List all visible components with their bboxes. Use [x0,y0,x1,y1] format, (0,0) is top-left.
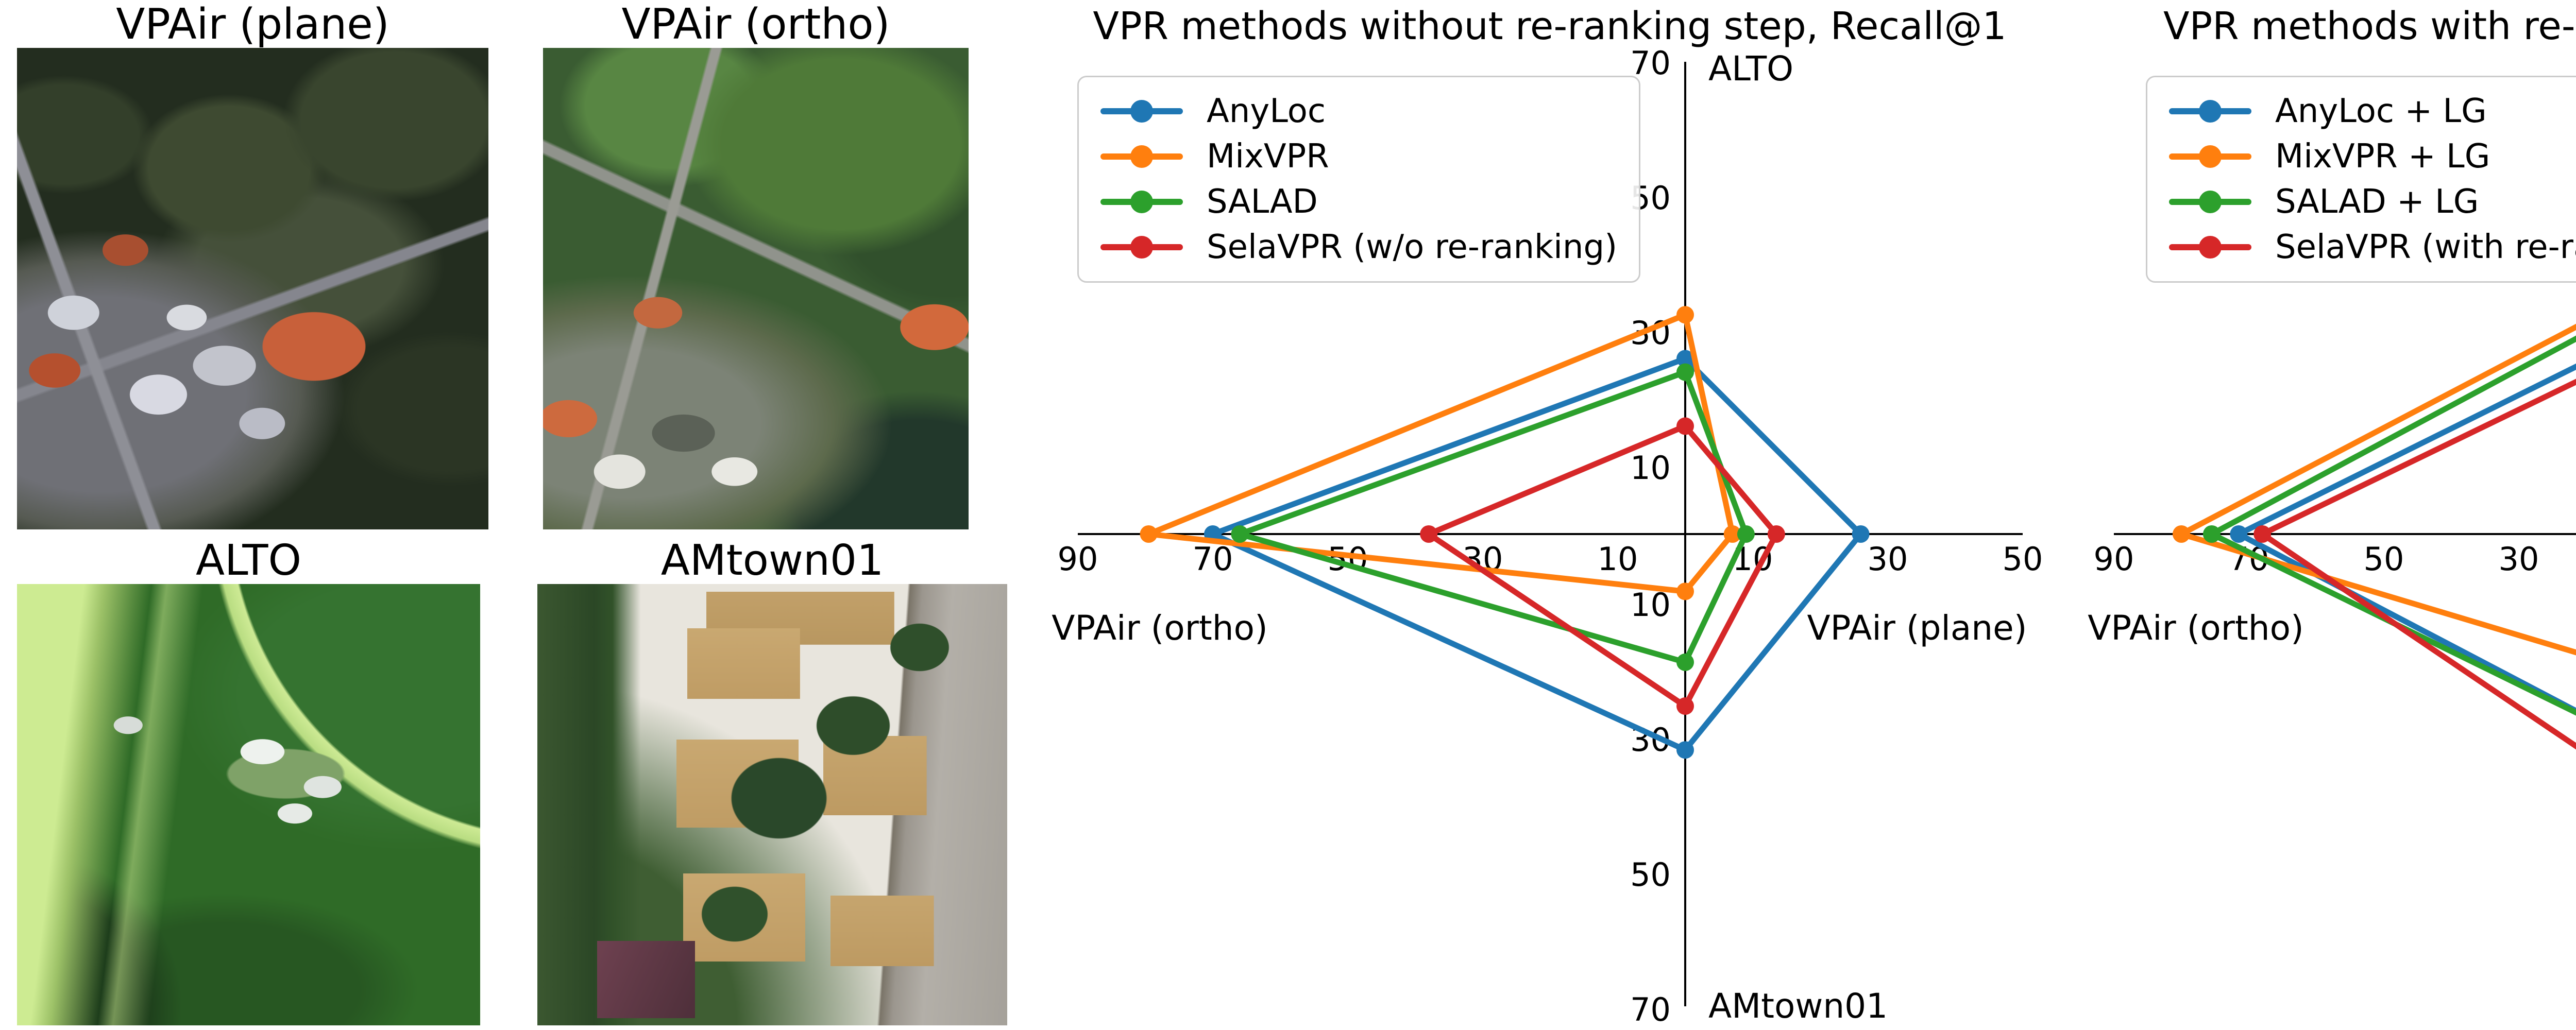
legend-line-marker [2169,153,2251,160]
tick-label-down-50: 50 [1630,856,1671,894]
series-marker-MixVPR-VPAir (plane) [1723,525,1741,543]
series-marker-SelaVPR (with re-ranking)-VPAir (ortho) [2253,525,2272,543]
series-marker-SALAD-ALTO [1676,363,1694,381]
photo-cell-vpair-ortho: VPAir (ortho) [543,0,969,529]
series-marker-SelaVPR (w/o re-ranking)-VPAir (ortho) [1420,525,1438,543]
series-polygon-SelaVPR (with re-ranking) [2259,379,2576,750]
tick-label-down-70: 70 [1630,991,1671,1028]
legend-line-marker [1100,153,1183,160]
series-polygon-MixVPR + LG [2178,323,2576,656]
tick-label-left-90: 90 [2094,540,2134,578]
legend-item-SALAD: SALAD [1100,183,1617,221]
axis-label-VPAir (ortho): VPAir (ortho) [2088,608,2303,648]
series-marker-MixVPR + LG-VPAir (ortho) [2173,525,2190,543]
legend-label: MixVPR + LG [2275,138,2490,176]
tick-label-down-10: 10 [1630,586,1671,624]
series-marker-SelaVPR (w/o re-ranking)-ALTO [1676,417,1694,435]
tick-label-left-90: 90 [1058,540,1098,578]
series-marker-SALAD-AMtown01 [1676,653,1694,671]
photo-title-vpair-ortho: VPAir (ortho) [621,0,890,49]
photo-title-alto: ALTO [195,536,302,585]
series-marker-SALAD + LG-VPAir (ortho) [2202,525,2221,543]
legend-label: SelaVPR (with re-ranking) [2275,228,2576,266]
legend-label: SelaVPR (w/o re-ranking) [1207,228,1618,266]
vpair-ortho-image [543,48,969,529]
series-marker-SelaVPR (w/o re-ranking)-VPAir (plane) [1767,525,1785,543]
vpair-plane-image [17,48,488,529]
photo-cell-vpair-plane: VPAir (plane) [17,0,488,529]
tick-label-up-70: 70 [1630,44,1671,82]
legend-line-marker [1100,244,1183,250]
series-marker-MixVPR-AMtown01 [1676,582,1694,600]
series-polygon-AnyLoc + LG [2235,363,2576,714]
series-marker-AnyLoc-ALTO [1676,350,1694,368]
legend-item-AnyLoc + LG: AnyLoc + LG [2169,92,2576,130]
tick-label-left-50: 50 [2364,540,2404,578]
tick-label-right-50: 50 [2003,540,2043,578]
chart-title-with-reranking: VPR methods with re-ranking step, Recall… [2163,4,2576,48]
tick-label-left-10: 10 [1598,540,1638,578]
legend-label: AnyLoc + LG [2275,92,2487,130]
chart-title-without-reranking: VPR methods without re-ranking step, Rec… [1093,4,2007,48]
legend-item-MixVPR: MixVPR [1100,138,1617,176]
legend-item-MixVPR + LG: MixVPR + LG [2169,138,2576,176]
legend-item-SelaVPR (with re-ranking): SelaVPR (with re-ranking) [2169,228,2576,266]
tick-label-left-30: 30 [2499,540,2539,578]
axis-label-AMtown01: AMtown01 [1708,986,1888,1026]
series-marker-MixVPR-ALTO [1676,306,1694,324]
legend-label: AnyLoc [1207,92,1326,130]
legend-label: MixVPR [1207,138,1329,176]
series-marker-SALAD-VPAir (plane) [1737,525,1755,543]
chart-with-reranking: VPR methods with re-ranking step, Recall… [2087,0,2576,1030]
legend-with-reranking: AnyLoc + LG MixVPR + LG SALAD + LG SelaVPR … [2146,76,2576,283]
amtown01-image [537,584,1007,1025]
photo-title-amtown01: AMtown01 [660,536,884,585]
series-marker-SALAD-VPAir (ortho) [1231,525,1249,543]
photo-cell-alto: ALTO [17,536,480,1025]
axis-label-VPAir (ortho): VPAir (ortho) [1052,608,1267,648]
legend-line-marker [2169,199,2251,205]
tick-label-right-30: 30 [1868,540,1908,578]
legend-item-AnyLoc: AnyLoc [1100,92,1617,130]
tick-label-left-70: 70 [1193,540,1233,578]
legend-line-marker [2169,108,2251,114]
series-marker-MixVPR-VPAir (ortho) [1140,525,1158,543]
legend-line-marker [1100,199,1183,205]
series-polygon-SALAD + LG [2209,335,2576,716]
legend-item-SALAD + LG: SALAD + LG [2169,183,2576,221]
series-marker-AnyLoc-AMtown01 [1676,741,1694,759]
legend-item-SelaVPR (w/o re-ranking): SelaVPR (w/o re-ranking) [1100,228,1618,266]
tick-label-up-10: 10 [1630,449,1671,487]
alto-image [17,584,480,1025]
series-marker-SelaVPR (w/o re-ranking)-AMtown01 [1676,697,1694,715]
legend-line-marker [1100,108,1183,114]
photo-cell-amtown01: AMtown01 [537,536,1007,1025]
axis-label-VPAir (plane): VPAir (plane) [1807,608,2027,648]
axis-label-ALTO: ALTO [1708,49,1793,89]
legend-line-marker [2169,244,2251,250]
series-marker-AnyLoc + LG-VPAir (ortho) [2230,525,2248,543]
photo-title-vpair-plane: VPAir (plane) [116,0,389,49]
legend-label: SALAD + LG [2275,183,2479,221]
series-marker-AnyLoc-VPAir (plane) [1852,525,1870,543]
chart-without-reranking: VPR methods without re-ranking step, Rec… [1005,0,2087,1030]
legend-label: SALAD [1207,183,1318,221]
